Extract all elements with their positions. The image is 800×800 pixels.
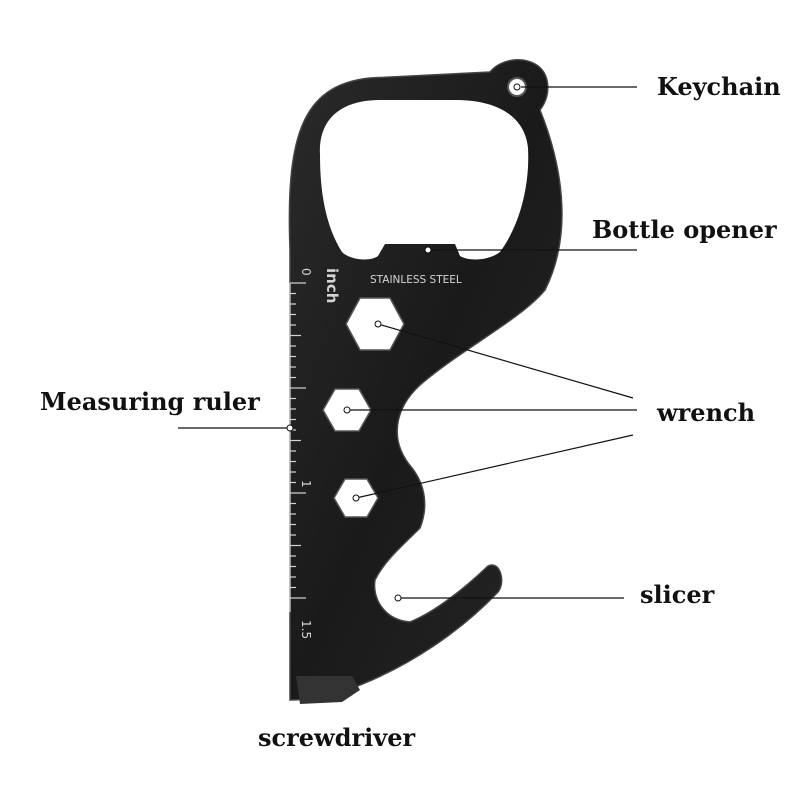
label-screwdriver: screwdriver: [258, 723, 416, 752]
ruler-unit-label: inch: [323, 268, 341, 303]
label-bottle-opener: Bottle opener: [592, 215, 777, 244]
dot-keychain: [513, 83, 521, 91]
dot-wrench-medium: [343, 406, 351, 414]
label-wrench: wrench: [657, 398, 756, 427]
dot-ruler: [286, 424, 294, 432]
leader-wrench-small: [355, 434, 634, 499]
ruler-tick-1-5: 1.5: [299, 620, 313, 639]
material-engraving: STAINLESS STEEL: [370, 274, 462, 286]
dot-wrench-large: [374, 320, 382, 328]
dot-bottle: [424, 246, 432, 254]
leader-wrench-large: [377, 323, 634, 399]
dot-wrench-small: [352, 494, 360, 502]
dot-slicer: [394, 594, 402, 602]
ruler-tick-0: 0: [299, 268, 313, 276]
tool-edge-highlight: [288, 59, 563, 701]
label-slicer: slicer: [640, 580, 715, 609]
slicer-opening: [385, 578, 423, 608]
label-keychain: Keychain: [657, 72, 781, 101]
screwdriver-tip: [296, 676, 360, 704]
ruler-ticks: [290, 282, 306, 599]
label-measuring-ruler: Measuring ruler: [40, 387, 260, 416]
ruler-tick-1: 1: [299, 480, 313, 488]
